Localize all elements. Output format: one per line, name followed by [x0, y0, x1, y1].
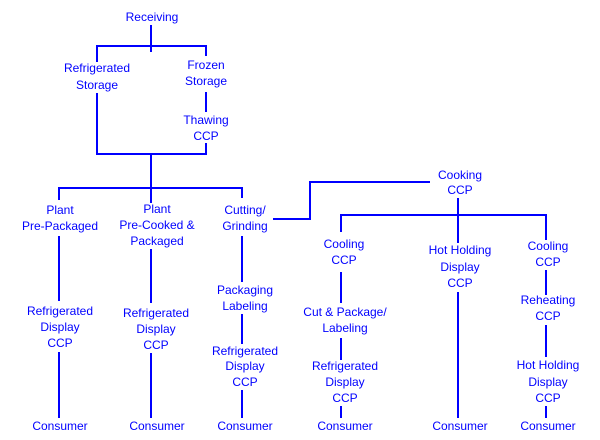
connector-line: [96, 45, 207, 62]
node-label: Cooling: [528, 239, 569, 253]
node-label: CCP: [447, 183, 472, 197]
node-label: Display: [136, 322, 175, 336]
node-label: CCP: [47, 336, 72, 350]
node-label: Receiving: [126, 10, 179, 24]
node-label: Pre-Packaged: [22, 219, 98, 233]
node-label: Cooling: [324, 237, 365, 251]
node-label: Cooking: [438, 168, 482, 182]
node-consumer-1: Consumer: [32, 419, 87, 433]
node-label: Hot Holding: [429, 243, 492, 257]
node-consumer-2: Consumer: [129, 419, 184, 433]
connector-line: [273, 181, 430, 220]
node-label: Reheating: [521, 293, 576, 307]
node-cut-package-labeling: Cut & Package/Labeling: [303, 305, 387, 335]
node-consumer-5: Consumer: [432, 419, 487, 433]
node-label: Storage: [185, 74, 227, 88]
node-label: CCP: [143, 338, 168, 352]
node-consumer-6: Consumer: [520, 419, 575, 433]
node-label: Refrigerated: [123, 306, 189, 320]
node-cutting-grinding: Cutting/Grinding: [222, 203, 267, 233]
node-label: Packaged: [130, 234, 183, 248]
node-label: CCP: [535, 391, 560, 405]
node-consumer-3: Consumer: [217, 419, 272, 433]
node-label: Display: [225, 359, 264, 373]
node-label: Storage: [76, 78, 118, 92]
node-label: Display: [40, 320, 79, 334]
node-label: Consumer: [317, 419, 372, 433]
node-label: Refrigerated: [312, 359, 378, 373]
node-label: Cutting/: [224, 203, 266, 217]
node-label: Display: [528, 375, 567, 389]
node-label: Thawing: [183, 113, 228, 127]
connector-line: [58, 187, 243, 200]
node-label: Labeling: [222, 299, 267, 313]
node-label: Consumer: [32, 419, 87, 433]
node-label: Plant: [143, 202, 171, 216]
node-label: CCP: [535, 255, 560, 269]
node-label: CCP: [535, 309, 560, 323]
node-label: Consumer: [129, 419, 184, 433]
node-label: Refrigerated: [64, 61, 130, 75]
node-label: CCP: [232, 375, 257, 389]
node-label: Refrigerated: [27, 304, 93, 318]
node-label: Plant: [46, 203, 74, 217]
node-label: Frozen: [187, 58, 224, 72]
node-label: CCP: [331, 253, 356, 267]
node-label: CCP: [193, 129, 218, 143]
node-label: Packaging: [217, 283, 273, 297]
node-label: Display: [325, 375, 364, 389]
connector-line: [340, 214, 547, 240]
node-label: Hot Holding: [517, 358, 580, 372]
node-label: Consumer: [520, 419, 575, 433]
node-label: CCP: [447, 276, 472, 290]
node-label: Consumer: [217, 419, 272, 433]
node-label: Grinding: [222, 219, 267, 233]
node-label: Refrigerated: [212, 344, 278, 358]
node-label: Pre-Cooked &: [119, 218, 194, 232]
node-receiving: Receiving: [126, 10, 179, 24]
node-label: CCP: [332, 391, 357, 405]
node-label: Display: [440, 260, 479, 274]
node-label: Cut & Package/: [303, 305, 387, 319]
node-label: Consumer: [432, 419, 487, 433]
node-label: Labeling: [322, 321, 367, 335]
node-consumer-4: Consumer: [317, 419, 372, 433]
